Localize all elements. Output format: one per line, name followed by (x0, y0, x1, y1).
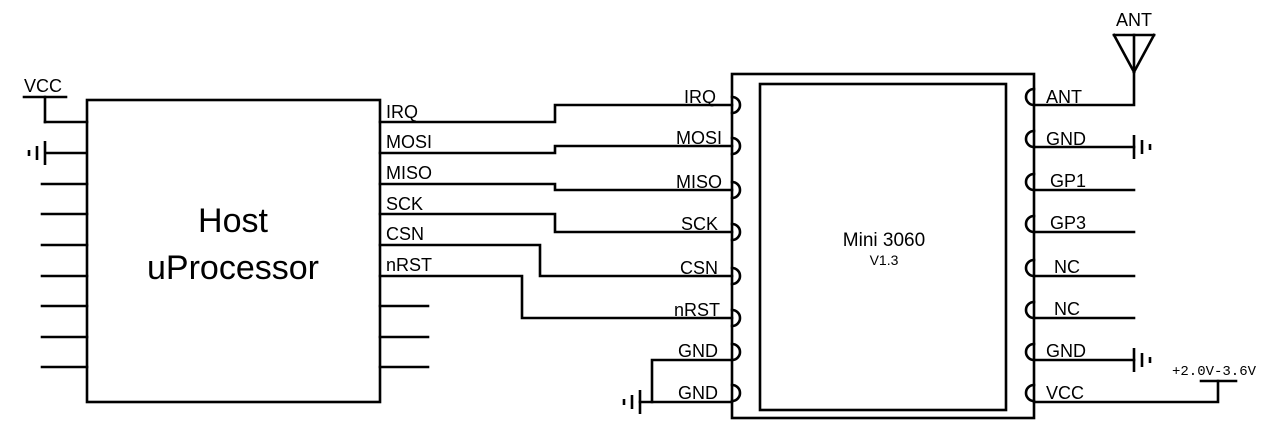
wire-module-gnd (650, 358, 734, 404)
host-pin-miso: MISO (386, 163, 432, 183)
module-pin-vcc: VCC (1046, 383, 1084, 403)
module-right-pads (1024, 87, 1036, 403)
wire-nrst (378, 274, 734, 320)
host-vcc-label: VCC (24, 76, 62, 96)
host-title-line2: uProcessor (147, 249, 319, 287)
host-pin-mosi: MOSI (386, 132, 432, 152)
module-left-ground-icon (622, 390, 642, 414)
host-left-unused-pins (40, 182, 89, 369)
module-pin-gp1: GP1 (1050, 171, 1086, 191)
module-pin-gnd-1: GND (678, 341, 718, 361)
host-right-unused-pins (378, 304, 430, 369)
module-pin-miso: MISO (676, 172, 722, 192)
wire-ant (1032, 70, 1136, 107)
module-pin-gnd-r2: GND (1046, 341, 1086, 361)
module-pin-csn: CSN (680, 258, 718, 278)
module-pin-irq: IRQ (684, 87, 716, 107)
antenna-label: ANT (1116, 10, 1152, 30)
module-right-ground-icon-1 (1132, 135, 1152, 159)
module-pin-nc-1: NC (1054, 257, 1080, 277)
wire-miso (378, 182, 734, 192)
module-pin-gp3: GP3 (1050, 213, 1086, 233)
module-pin-nrst: nRST (674, 300, 720, 320)
module-outer-box (730, 72, 1036, 420)
wire-sck (378, 212, 734, 234)
module-inner-box (758, 82, 1008, 412)
host-pin-sck: SCK (386, 194, 423, 214)
module-name: Mini 3060 (843, 230, 925, 251)
host-processor-box (85, 98, 382, 404)
module-right-ground-icon-2 (1132, 348, 1152, 372)
module-pin-sck: SCK (681, 214, 718, 234)
wire-vcc (1032, 379, 1220, 404)
host-pin-csn: CSN (386, 224, 424, 244)
host-ground-icon (27, 141, 87, 165)
antenna-icon (1112, 33, 1156, 74)
supply-voltage-label: +2.0V-3.6V (1172, 364, 1257, 380)
host-pin-nrst: nRST (386, 255, 432, 275)
wire-csn (378, 243, 734, 278)
module-pin-ant: ANT (1046, 87, 1082, 107)
module-pin-gnd-2: GND (678, 383, 718, 403)
module-pin-mosi: MOSI (676, 128, 722, 148)
module-pin-gnd-r1: GND (1046, 129, 1086, 149)
wire-irq (378, 103, 734, 124)
module-left-pads (730, 95, 742, 403)
module-version: V1.3 (870, 252, 899, 268)
host-title-line1: Host (198, 202, 268, 240)
wire-mosi (378, 144, 734, 155)
host-pin-irq: IRQ (386, 102, 418, 122)
module-pin-nc-2: NC (1054, 299, 1080, 319)
